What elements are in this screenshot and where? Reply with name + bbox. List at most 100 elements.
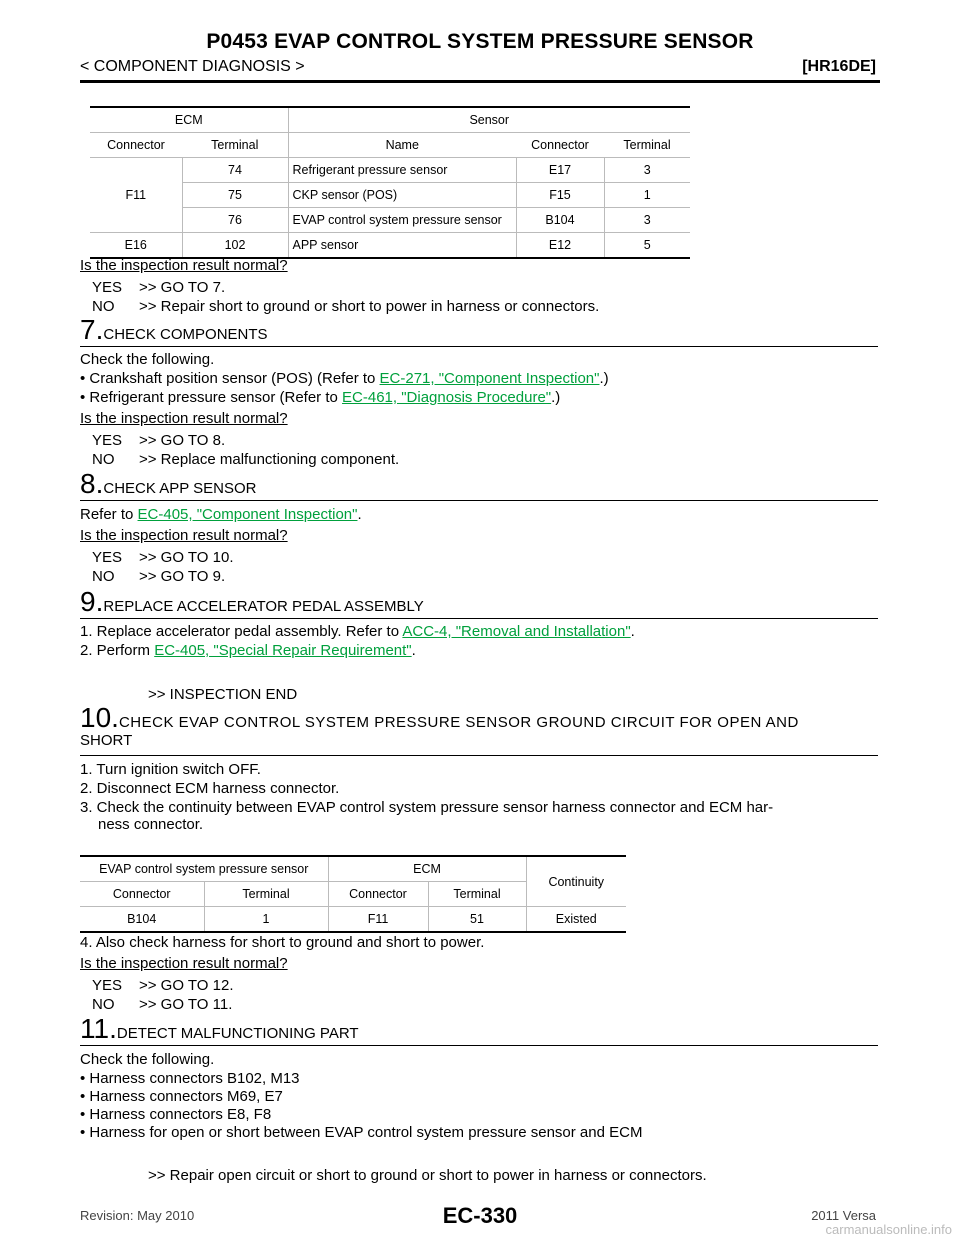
- step-number: 10.: [80, 702, 119, 733]
- procedure-item: 2. Disconnect ECM harness connector.: [80, 780, 340, 797]
- yes-label: YES: [92, 279, 123, 296]
- reference-link[interactable]: EC-271, "Component Inspection": [379, 370, 600, 387]
- procedure-item: 4. Also check harness for short to groun…: [80, 934, 485, 951]
- table-row: B104 1 F11 51 Existed: [80, 906, 626, 933]
- reference-link[interactable]: EC-461, "Diagnosis Procedure": [342, 389, 552, 406]
- yes-label: YES: [92, 977, 123, 994]
- table-row: F11 74 Refrigerant pressure sensor E17 3: [90, 157, 690, 233]
- col-header: Connector: [80, 881, 205, 907]
- cell-name: Refrigerant pressure sensor: [288, 157, 517, 183]
- cell-sensor-connector: F15: [516, 182, 605, 208]
- bullet-text: • Crankshaft position sensor (POS) (Refe…: [80, 370, 380, 387]
- cell-connector: E16: [90, 232, 183, 259]
- ref-text: .: [357, 506, 362, 523]
- cell-terminal: 74: [182, 157, 289, 183]
- reference-link[interactable]: EC-405, "Special Repair Requirement": [154, 642, 412, 659]
- inspection-question: Is the inspection result normal?: [80, 955, 288, 972]
- col-header: Connector: [90, 132, 182, 158]
- cell-sensor-connector: B104: [516, 207, 605, 233]
- col-header: Terminal: [604, 132, 690, 158]
- step-end: >> INSPECTION END: [148, 686, 298, 703]
- group-header-ecm: ECM: [328, 855, 527, 882]
- procedure-item: 2. Perform EC-405, "Special Repair Requi…: [80, 641, 416, 660]
- section-label: < COMPONENT DIAGNOSIS >: [80, 58, 305, 75]
- answer-no: NO >> GO TO 9.: [92, 568, 225, 585]
- step-8-heading: 8.CHECK APP SENSOR: [80, 468, 878, 501]
- step-10-heading: 10.CHECK EVAP CONTROL SYSTEM PRESSURE SE…: [80, 702, 878, 756]
- group-header-sensor: EVAP control system pressure sensor: [80, 855, 329, 882]
- cell-sensor-terminal: 3: [604, 207, 690, 233]
- col-header: Connector: [516, 132, 604, 158]
- engine-model: [HR16DE]: [802, 58, 876, 75]
- step-title-line2: SHORT: [80, 732, 133, 749]
- answer-text: >> GO TO 10.: [139, 549, 234, 566]
- bullet-item: • Harness connectors E8, F8: [80, 1106, 272, 1123]
- inspection-question: Is the inspection result normal?: [80, 257, 288, 274]
- reference-link[interactable]: EC-405, "Component Inspection": [137, 506, 358, 523]
- step-intro: Check the following.: [80, 351, 215, 368]
- step-7-heading: 7.CHECK COMPONENTS: [80, 314, 878, 347]
- procedure-text: 1. Replace accelerator pedal assembly. R…: [80, 623, 403, 640]
- step-title: CHECK APP SENSOR: [103, 480, 257, 497]
- bullet-item: • Harness connectors M69, E7: [80, 1088, 283, 1105]
- step-9-heading: 9.REPLACE ACCELERATOR PEDAL ASSEMBLY: [80, 586, 878, 619]
- procedure-text: .: [411, 642, 416, 659]
- step-intro: Check the following.: [80, 1051, 215, 1068]
- procedure-text: .: [630, 623, 635, 640]
- inspection-question: Is the inspection result normal?: [80, 527, 288, 544]
- answer-text: >> Repair short to ground or short to po…: [139, 298, 600, 315]
- no-label: NO: [92, 298, 115, 315]
- header-rule: [80, 80, 880, 83]
- answer-no: NO>> Replace malfunctioning component.: [92, 451, 399, 468]
- cell-sensor-connector: E12: [516, 232, 605, 259]
- reference-link[interactable]: ACC-4, "Removal and Installation": [402, 623, 631, 640]
- step-title-line1: CHECK EVAP CONTROL SYSTEM PRESSURE SENSO…: [118, 714, 799, 731]
- col-header: Terminal: [428, 881, 527, 907]
- procedure-item-cont: ness connector.: [98, 816, 204, 833]
- cell-name: CKP sensor (POS): [288, 182, 517, 208]
- step-title: DETECT MALFUNCTIONING PART: [116, 1025, 359, 1042]
- answer-text: >> GO TO 12.: [139, 977, 234, 994]
- page-title: P0453 EVAP CONTROL SYSTEM PRESSURE SENSO…: [206, 30, 754, 53]
- table-row: 76 EVAP control system pressure sensor B…: [90, 207, 690, 233]
- col-header: Terminal: [182, 132, 289, 158]
- page-number: EC-330: [442, 1203, 518, 1228]
- watermark: carmanualsonline.info: [825, 1222, 952, 1237]
- answer-no: NO >> Repair short to ground or short to …: [92, 298, 599, 315]
- answer-yes: YES >> GO TO 8.: [92, 432, 225, 449]
- answer-text: >> GO TO 9.: [139, 568, 226, 585]
- group-header-sensor: Sensor: [288, 106, 690, 133]
- step-11-heading: 11.DETECT MALFUNCTIONING PART: [80, 1013, 878, 1046]
- cell-terminal: 76: [182, 207, 289, 233]
- bullet-text: .): [551, 389, 561, 406]
- inspection-question: Is the inspection result normal?: [80, 410, 288, 427]
- continuity-table: EVAP control system pressure sensor ECM …: [80, 855, 626, 933]
- cell-continuity: Existed: [526, 906, 626, 933]
- terminal-table: ECM Sensor Connector Terminal Name Conne…: [90, 106, 690, 259]
- answer-yes: YES >> GO TO 12.: [92, 977, 234, 994]
- step-number: 7.: [80, 314, 104, 345]
- yes-label: YES: [92, 432, 123, 449]
- step-number: 9.: [80, 586, 104, 617]
- answer-text: >> GO TO 8.: [139, 432, 226, 449]
- answer-text: >> GO TO 11.: [139, 996, 233, 1013]
- revision-date: Revision: May 2010: [80, 1208, 195, 1223]
- cell-sensor-terminal: 1: [604, 182, 690, 208]
- cell-sensor-connector: B104: [80, 906, 205, 933]
- procedure-text: 2. Perform: [80, 642, 155, 659]
- step-end: >> Repair open circuit or short to groun…: [148, 1167, 707, 1184]
- cell-ecm-connector: F11: [328, 906, 429, 933]
- col-header: Name: [288, 132, 516, 158]
- cell-name: EVAP control system pressure sensor: [288, 207, 517, 233]
- bullet-item: • Harness for open or short between EVAP…: [80, 1124, 643, 1141]
- cell-sensor-terminal: 1: [204, 906, 329, 933]
- cell-name: APP sensor: [288, 232, 517, 259]
- cell-terminal: 75: [182, 182, 289, 208]
- yes-label: YES: [92, 549, 123, 566]
- cell-sensor-connector: E17: [516, 157, 605, 183]
- table-row: 75 CKP sensor (POS) F15 1: [90, 182, 690, 208]
- no-label: NO: [92, 568, 115, 585]
- bullet-item: • Harness connectors B102, M13: [80, 1070, 300, 1087]
- cell-ecm-terminal: 51: [428, 906, 527, 933]
